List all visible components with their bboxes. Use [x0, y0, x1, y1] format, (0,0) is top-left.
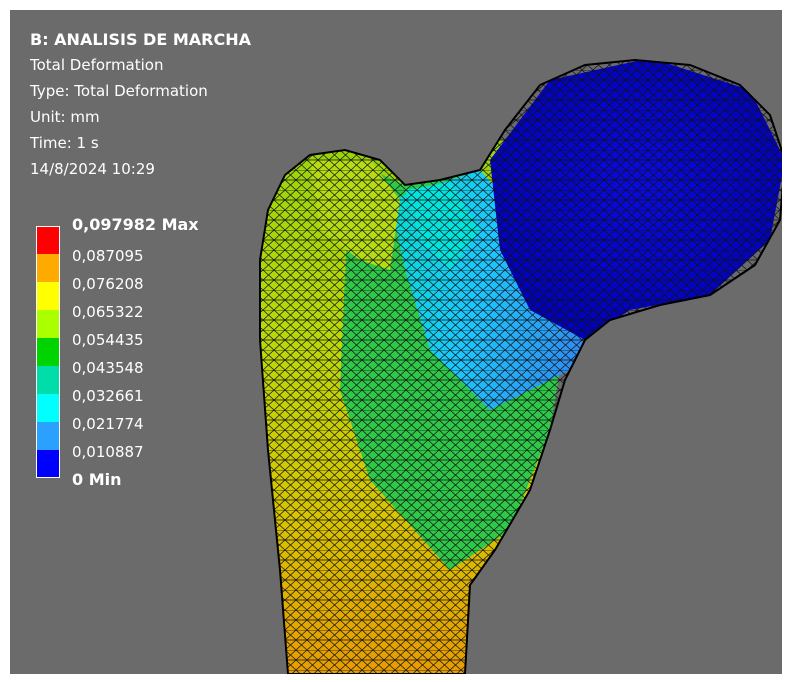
legend-min-label: 0 Min — [72, 470, 122, 489]
legend-max-label: 0,097982 Max — [72, 215, 199, 234]
legend-label: 0,065322 — [72, 303, 144, 321]
legend-swatch — [36, 394, 60, 422]
legend-swatch — [36, 282, 60, 310]
legend-swatch — [36, 254, 60, 282]
result-unit: Unit: mm — [30, 108, 100, 126]
legend-swatch — [36, 366, 60, 394]
legend-label: 0,076208 — [72, 275, 144, 293]
legend-swatch — [36, 338, 60, 366]
legend-label: 0,087095 — [72, 247, 144, 265]
result-name: Total Deformation — [30, 56, 164, 74]
legend-swatch — [36, 450, 60, 478]
femur-model[interactable] — [10, 10, 782, 674]
legend-label: 0,010887 — [72, 443, 144, 461]
legend-label: 0,043548 — [72, 359, 144, 377]
graphics-viewport[interactable]: B: ANALISIS DE MARCHA Total Deformation … — [10, 10, 782, 674]
legend-swatch — [36, 226, 60, 254]
result-time: Time: 1 s — [30, 134, 99, 152]
result-info: B: ANALISIS DE MARCHA Total Deformation … — [30, 28, 251, 182]
legend-label: 0,021774 — [72, 415, 144, 433]
legend-swatch — [36, 310, 60, 338]
legend-label: 0,032661 — [72, 387, 144, 405]
result-type: Type: Total Deformation — [30, 82, 208, 100]
legend-swatch — [36, 422, 60, 450]
analysis-title: B: ANALISIS DE MARCHA — [30, 30, 251, 49]
result-timestamp: 14/8/2024 10:29 — [30, 160, 155, 178]
legend-label: 0,054435 — [72, 331, 144, 349]
